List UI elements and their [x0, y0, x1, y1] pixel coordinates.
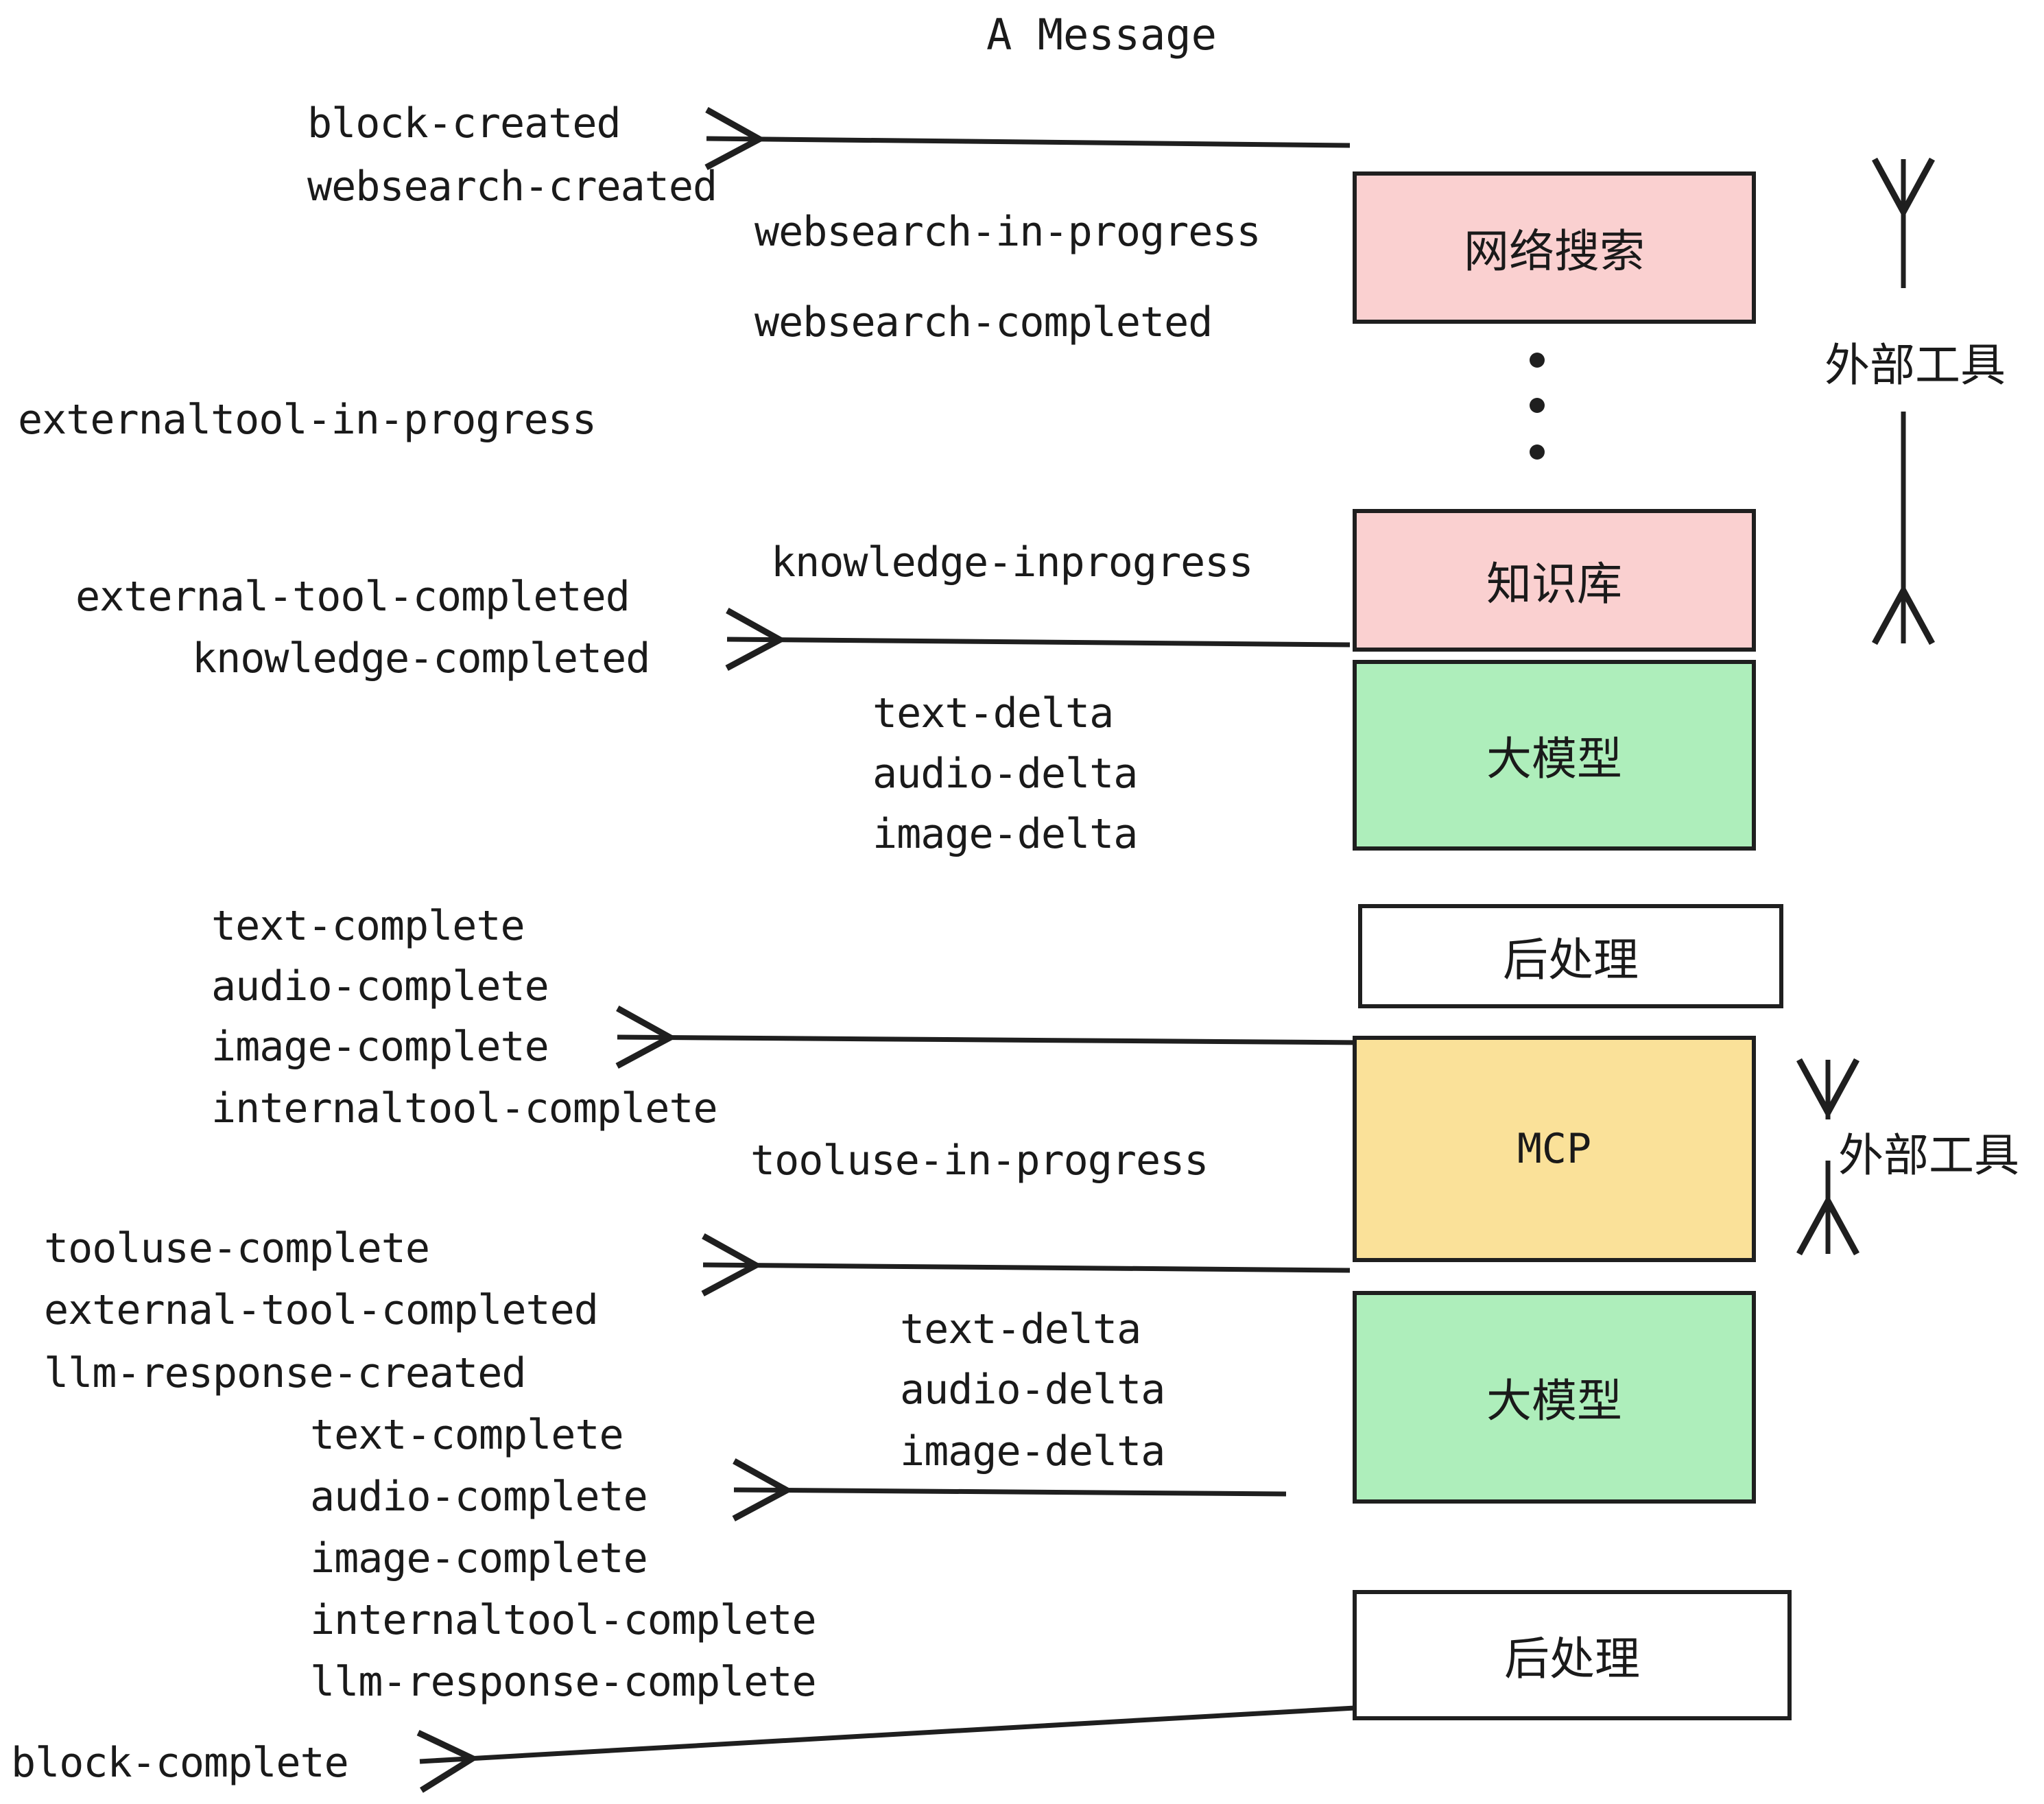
arrow-image-complete — [617, 1037, 1362, 1043]
event-label-external-tool-completed-1: external-tool-completed — [75, 573, 630, 621]
event-label-tooluse-in-progress: tooluse-in-progress — [750, 1137, 1209, 1185]
ellipsis-dot-2 — [1530, 398, 1545, 413]
event-label-image-complete-1: image-complete — [211, 1023, 549, 1071]
event-label-websearch-created: websearch-created — [307, 163, 717, 211]
event-label-internaltool-complete-2: internaltool-complete — [310, 1596, 817, 1644]
event-label-audio-delta-1: audio-delta — [872, 750, 1138, 798]
event-label-tooluse-complete: tooluse-complete — [44, 1224, 430, 1272]
event-label-llm-response-complete: llm-response-complete — [310, 1658, 817, 1706]
box-mcp-label: MCP — [1517, 1125, 1592, 1173]
box-postprocess-2[interactable]: 后处理 — [1353, 1590, 1792, 1720]
event-label-internaltool-complete-1: internaltool-complete — [211, 1084, 718, 1132]
event-label-audio-complete-1: audio-complete — [211, 962, 549, 1010]
event-label-block-complete: block-complete — [11, 1739, 349, 1787]
event-label-text-complete-1: text-complete — [211, 902, 525, 950]
event-label-audio-complete-2: audio-complete — [310, 1473, 648, 1521]
box-postprocess-1-label: 后处理 — [1503, 934, 1639, 986]
event-label-websearch-in-progress: websearch-in-progress — [754, 208, 1261, 256]
event-label-externaltool-in-progress: externaltool-in-progress — [18, 396, 597, 444]
side-label-external-tools-bottom: 外部工具 — [1838, 1129, 2019, 1182]
box-websearch-label: 网络搜索 — [1464, 225, 1645, 278]
event-label-knowledge-inprogress: knowledge-inprogress — [771, 538, 1253, 586]
box-llm-2[interactable]: 大模型 — [1353, 1291, 1756, 1504]
box-knowledge-label: 知识库 — [1486, 558, 1622, 610]
event-label-image-complete-2: image-complete — [310, 1534, 648, 1582]
arrow-tooluse-complete — [703, 1265, 1351, 1270]
event-label-audio-delta-2: audio-delta — [900, 1366, 1165, 1414]
box-llm-1[interactable]: 大模型 — [1353, 660, 1756, 851]
box-websearch[interactable]: 网络搜索 — [1353, 171, 1756, 324]
side-label-external-tools-top: 外部工具 — [1825, 339, 2006, 392]
event-label-image-delta-1: image-delta — [872, 810, 1138, 858]
event-label-knowledge-completed: knowledge-completed — [192, 634, 650, 683]
event-label-websearch-completed: websearch-completed — [754, 298, 1213, 346]
box-postprocess-1[interactable]: 后处理 — [1358, 904, 1783, 1008]
arrow-knowledge-completed — [727, 639, 1351, 645]
page-title: A Message — [986, 10, 1217, 60]
box-mcp[interactable]: MCP — [1353, 1036, 1756, 1262]
ellipsis-dot-1 — [1530, 353, 1545, 368]
box-llm-1-label: 大模型 — [1486, 733, 1622, 785]
box-postprocess-2-label: 后处理 — [1504, 1633, 1640, 1685]
event-label-text-complete-2: text-complete — [310, 1411, 624, 1459]
event-label-image-delta-2: image-delta — [900, 1427, 1165, 1475]
event-label-block-created: block-created — [307, 99, 621, 147]
event-label-text-delta-2: text-delta — [900, 1305, 1141, 1353]
box-knowledge[interactable]: 知识库 — [1353, 509, 1756, 652]
box-llm-2-label: 大模型 — [1486, 1375, 1622, 1427]
ellipsis-dot-3 — [1530, 444, 1545, 460]
event-label-text-delta-1: text-delta — [872, 689, 1114, 737]
arrow-websearch-created — [706, 139, 1351, 145]
arrow-block-complete — [420, 1705, 1355, 1761]
event-label-llm-response-created: llm-response-created — [44, 1349, 526, 1397]
event-label-external-tool-completed-2: external-tool-completed — [44, 1286, 599, 1334]
arrow-audio-complete — [734, 1490, 1287, 1494]
